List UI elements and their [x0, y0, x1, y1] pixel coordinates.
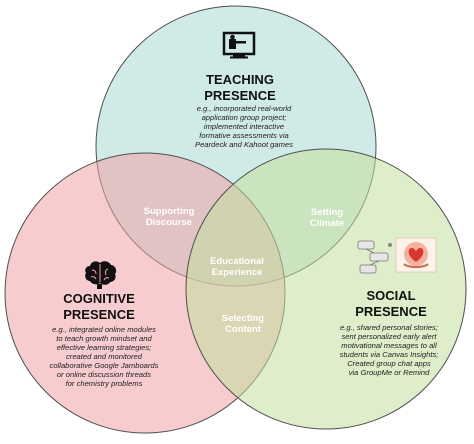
social-presence-desc-line: Created group chat apps [347, 359, 431, 368]
cognitive-presence-desc-line: or online discussion threads [57, 370, 151, 379]
presentation-screen-icon [222, 31, 256, 59]
cognitive-presence-desc-line: effective learning strategies; [57, 343, 152, 352]
cognitive-presence-desc-line: for chemistry problems [66, 379, 143, 388]
teaching-presence-desc-line: e.g., incorporated real-world [197, 104, 292, 113]
social-presence-title-line2: PRESENCE [355, 304, 427, 319]
teaching-presence-desc-line: formative assessments via [199, 131, 288, 140]
social-presence-desc-line: via GroupMe or Remind [349, 368, 430, 377]
selecting-content-label: Content [225, 324, 262, 335]
brain-icon [85, 261, 117, 289]
teaching-presence-desc-line: implemented interactive [204, 122, 284, 131]
social-presence-desc-line: students via Canvas Insights; [340, 350, 439, 359]
teaching-presence-desc-line: Peardeck and Kahoot games [195, 140, 293, 149]
teaching-presence-title-line2: PRESENCE [204, 88, 276, 103]
chat-flow-icon [357, 240, 392, 274]
social-presence-desc-line: e.g., shared personal stories; [340, 323, 438, 332]
social-presence-circle [185, 148, 467, 430]
setting-climate-label: Setting [311, 207, 343, 218]
supporting-discourse-label: Discourse [146, 217, 192, 228]
cognitive-presence-title-line1: COGNITIVE [63, 291, 135, 306]
supporting-discourse-label: Supporting [144, 206, 195, 217]
social-presence-desc-line: sent personalized early alert [342, 332, 438, 341]
cognitive-presence-desc-line: e.g., integrated online modules [52, 325, 156, 334]
teaching-presence-title-line1: TEACHING [206, 72, 274, 87]
educational-experience-label: Educational [210, 256, 264, 267]
educational-experience-label: Experience [212, 267, 263, 278]
cognitive-presence-title-line2: PRESENCE [63, 307, 135, 322]
teaching-presence-desc-line: application group project; [202, 113, 287, 122]
setting-climate-label: Climate [310, 218, 344, 229]
social-presence-title-line1: SOCIAL [366, 288, 415, 303]
cognitive-presence-desc-line: created and monitored [66, 352, 143, 361]
social-presence-desc-line: motivational messages to all [341, 341, 437, 350]
heart-hands-icon [395, 237, 437, 273]
selecting-content-label: Selecting [222, 313, 264, 324]
cognitive-presence-desc-line: collaborative Google Jamboards [50, 361, 159, 370]
cognitive-presence-desc-line: to teach growth mindset and [56, 334, 152, 343]
